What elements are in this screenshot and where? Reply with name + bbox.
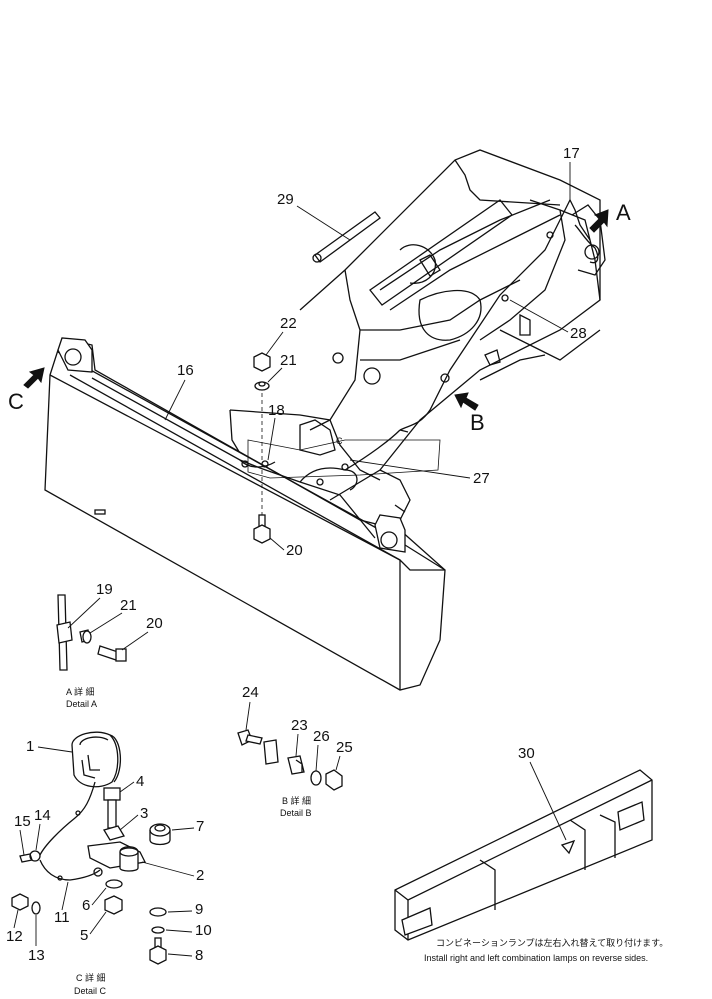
callout-3: 3: [140, 805, 148, 822]
callout-20-main: 20: [286, 542, 303, 559]
callout-9: 9: [195, 901, 203, 918]
blade: [44, 337, 446, 691]
callout-22: 22: [280, 315, 297, 332]
main-callouts: 17 29 28 22 21 16 18 27 20: [164, 145, 587, 559]
callout-7: 7: [196, 818, 204, 835]
note-en: Install right and left combination lamps…: [424, 953, 648, 963]
callout-29: 29: [277, 191, 294, 208]
callout-15: 15: [14, 813, 31, 830]
callout-30: 30: [518, 745, 535, 762]
view-label-b: B: [470, 410, 485, 435]
callout-8: 8: [195, 947, 203, 964]
callout-5: 5: [80, 927, 88, 944]
callout-6: 6: [82, 897, 90, 914]
detail-c-jp: C 詳 細: [76, 972, 106, 983]
view-label-c: C: [8, 389, 24, 414]
callout-27: 27: [473, 470, 490, 487]
callout-28: 28: [570, 325, 587, 342]
callout-17: 17: [563, 145, 580, 162]
note-jp: コンビネーションランプは左右入れ替えて取り付けます。: [436, 937, 668, 948]
callout-21-detail-a: 21: [120, 597, 137, 614]
callout-23: 23: [291, 717, 308, 734]
callout-24: 24: [242, 684, 259, 701]
view-label-a: A: [616, 200, 631, 225]
callout-18: 18: [268, 402, 285, 419]
callout-1: 1: [26, 738, 34, 755]
callout-12: 12: [6, 928, 23, 945]
callout-14: 14: [34, 807, 51, 824]
frame-harness: [247, 198, 606, 479]
mounting-hardware-stack: [253, 352, 271, 544]
callout-2: 2: [196, 867, 204, 884]
view-arrow-b: B: [454, 392, 485, 435]
installation-note: コンビネーションランプは左右入れ替えて取り付けます。 Install right…: [424, 937, 668, 963]
callout-21-main: 21: [280, 352, 297, 369]
view-arrow-c: C: [8, 367, 45, 414]
detail-a-jp: A 詳 細: [66, 686, 95, 697]
part-30-combination-lamp-bar: 30: [394, 745, 653, 941]
detail-b: 24 23 26 25 B 詳 細 Detail B: [237, 684, 353, 818]
callout-11: 11: [54, 909, 70, 926]
callout-26: 26: [313, 728, 330, 745]
callout-19: 19: [96, 581, 113, 598]
detail-c: 1 4 3 7 2 15 14 11 6 5 9 10 8 12 13 C 詳 …: [6, 731, 212, 996]
callout-13: 13: [28, 947, 45, 964]
detail-a-en: Detail A: [66, 699, 97, 709]
callout-4: 4: [136, 773, 144, 790]
callout-16: 16: [177, 362, 194, 379]
detail-a: 19 21 20 A 詳 細 Detail A: [56, 581, 163, 709]
detail-b-jp: B 詳 細: [282, 795, 311, 806]
detail-c-en: Detail C: [74, 986, 107, 996]
callout-25: 25: [336, 739, 353, 756]
callout-10: 10: [195, 922, 212, 939]
view-arrow-a: A: [589, 200, 631, 233]
callout-20-detail-a: 20: [146, 615, 163, 632]
part-29-grab-bar: [312, 211, 381, 263]
detail-b-en: Detail B: [280, 808, 312, 818]
